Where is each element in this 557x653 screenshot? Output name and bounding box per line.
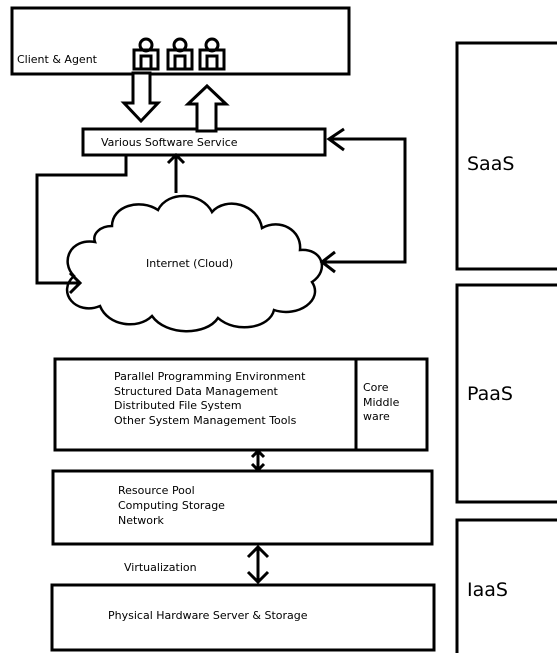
right-loop-line [322,137,407,264]
core-middleware-line: Middle [363,395,400,409]
virtualization-label: Virtualization [124,561,197,574]
user-icon [198,37,226,71]
arrow-up-icon [184,83,230,133]
iaas-label: IaaS [467,579,508,601]
arrow-right-icon [68,271,83,295]
resource-pool-list: Resource Pool Computing Storage Network [118,483,225,528]
iaas-box [455,518,557,653]
core-middleware-label: Core Middle ware [363,381,399,425]
arrow-left-icon [326,127,345,152]
arrow-down-icon [120,71,162,124]
core-middleware-box [354,357,429,452]
resource-item: Resource Pool [118,484,195,497]
saas-box [455,41,557,271]
hardware-label: Physical Hardware Server & Storage [108,609,308,622]
left-loop-line [35,155,128,285]
core-tool-item: Parallel Programming Environment [114,370,306,383]
arrow-left-icon [319,250,336,274]
core-tool-item: Distributed File System [114,399,242,412]
software-service-label: Various Software Service [101,136,238,149]
hardware-box [50,583,436,652]
core-middleware-line: ware [363,410,390,423]
paas-label: PaaS [467,383,513,405]
core-tools-list: Parallel Programming Environment Structu… [114,370,305,428]
user-icon [166,37,194,71]
client-agent-label: Client & Agent [17,53,97,66]
internet-cloud-label: Internet (Cloud) [146,257,234,270]
double-arrow-icon [246,544,270,585]
paas-box [455,283,557,504]
resource-pool-box [51,469,434,546]
resource-item: Computing Storage [118,499,225,512]
core-middleware-line: Core [363,381,389,394]
double-arrow-icon [250,448,266,473]
core-tool-item: Other System Management Tools [114,413,297,427]
user-icon [132,37,160,71]
core-tool-item: Structured Data Management [114,384,278,398]
client-agent-box [10,6,351,76]
arrow-up-icon [166,152,186,165]
cloud-shape [65,194,324,333]
resource-item: Network [118,514,164,527]
saas-label: SaaS [467,153,515,175]
